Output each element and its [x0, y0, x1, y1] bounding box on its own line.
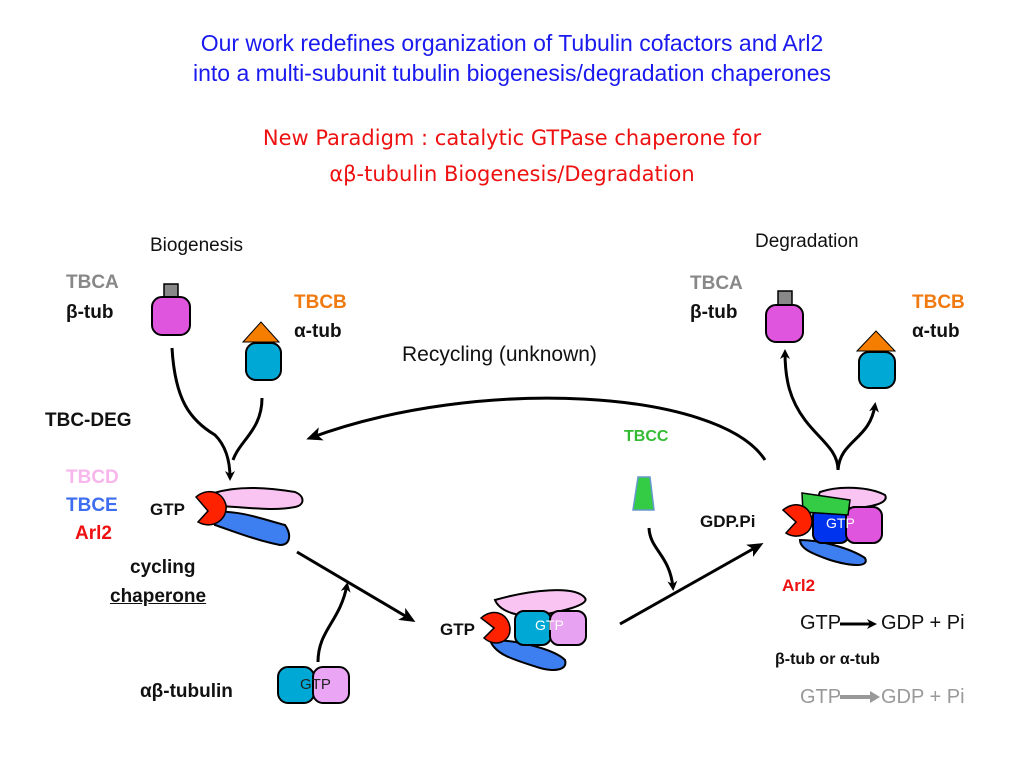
tbce-shape [214, 510, 291, 547]
gtp-label-left: GTP [150, 500, 185, 519]
chaperone-label: chaperone [110, 586, 207, 607]
beta-or-alpha-label: β-tub or α-tub [775, 651, 880, 668]
arl2-shape [194, 490, 227, 526]
gdp-pi-label: GDP.Pi [700, 512, 756, 531]
alpha-tub-icon [245, 342, 282, 381]
arrow-beta-to-chaperone [170, 347, 235, 481]
arl2-label: Arl2 [75, 523, 112, 544]
tbce-label: TBCE [66, 495, 118, 516]
beta-tub-center [549, 610, 587, 646]
gtp-inner-right: GTP [826, 515, 855, 531]
center-complex [479, 589, 587, 671]
reaction-arrow-2-head [870, 691, 880, 703]
gtp-inner-center: GTP [535, 617, 564, 633]
tbc-deg-label: TBC-DEG [45, 410, 132, 431]
arrow-to-alpha-degradation [836, 402, 879, 471]
title-line-2: into a multi-subunit tubulin biogenesis/… [192, 60, 832, 86]
tbca-square-icon [163, 283, 179, 299]
cycling-label: cycling [130, 557, 196, 578]
tbca-beta-tub-degradation [765, 290, 804, 343]
arl2-shape-center [479, 611, 511, 644]
degradation-complex [781, 486, 887, 566]
arrow-to-center-complex [296, 550, 416, 623]
tbcc-shape [632, 476, 655, 511]
subtitle-line-2: αβ-tubulin Biogenesis/Degradation [329, 162, 695, 186]
arrow-to-beta-degradation [780, 349, 840, 471]
beta-tub-icon-right [765, 304, 804, 343]
tbcb-triangle-icon-right [855, 330, 897, 352]
beta-tub-label-right: β-tub [690, 302, 738, 323]
arrow-to-right-complex [619, 543, 764, 626]
tbca-label-right: TBCA [690, 273, 743, 294]
gtp-inner-dimer: GTP [300, 676, 331, 693]
ab-tubulin-label: αβ-tubulin [140, 681, 233, 702]
reaction-2-right: GDP + Pi [881, 686, 965, 708]
tbcb-alpha-tub-biogenesis [241, 321, 282, 381]
degradation-heading: Degradation [755, 231, 859, 252]
recycling-label: Recycling (unknown) [402, 343, 597, 366]
tbcd-shape-center [493, 589, 587, 617]
reaction-1-left: GTP [800, 612, 842, 634]
arrow-ab-tubulin-up [316, 582, 351, 663]
ab-tubulin-dimer [277, 666, 350, 704]
beta-tub-right [845, 506, 883, 544]
alpha-tub-icon-right [858, 351, 896, 389]
reaction-2-left: GTP [800, 686, 842, 708]
tbcb-alpha-tub-degradation [855, 330, 897, 389]
subtitle-line-1: New Paradigm : catalytic GTPase chaperon… [262, 126, 762, 150]
alpha-tub-label-right: α-tub [912, 321, 960, 342]
beta-tub-label-left: β-tub [66, 302, 114, 323]
tbcc-label: TBCC [624, 428, 669, 445]
title-line-1: Our work redefines organization of Tubul… [200, 30, 824, 56]
cycling-chaperone-complex [194, 487, 304, 547]
arrow-tbcc-in [647, 527, 678, 591]
tbca-beta-tub-biogenesis [151, 283, 191, 336]
alpha-tub-label-left: α-tub [294, 321, 342, 342]
tbcd-shape [213, 487, 304, 510]
tbce-shape-right [798, 538, 867, 566]
beta-tub-icon [151, 296, 191, 336]
arrow-alpha-to-chaperone [231, 397, 264, 461]
tbca-label-left: TBCA [66, 272, 119, 293]
tbca-square-icon-right [777, 290, 793, 306]
tbcd-label: TBCD [66, 467, 119, 488]
arl2-label-right: Arl2 [782, 576, 816, 595]
arl2-shape-right [781, 504, 813, 537]
gtp-label-center: GTP [440, 620, 475, 639]
reaction-1-right: GDP + Pi [881, 612, 965, 634]
tbcb-triangle-icon [241, 321, 281, 343]
biogenesis-heading: Biogenesis [150, 235, 243, 256]
tbcb-label-right: TBCB [912, 292, 965, 313]
beta-tub-dimer [312, 666, 350, 704]
tbcb-label-left: TBCB [294, 292, 347, 313]
recycling-arrow [306, 396, 767, 461]
